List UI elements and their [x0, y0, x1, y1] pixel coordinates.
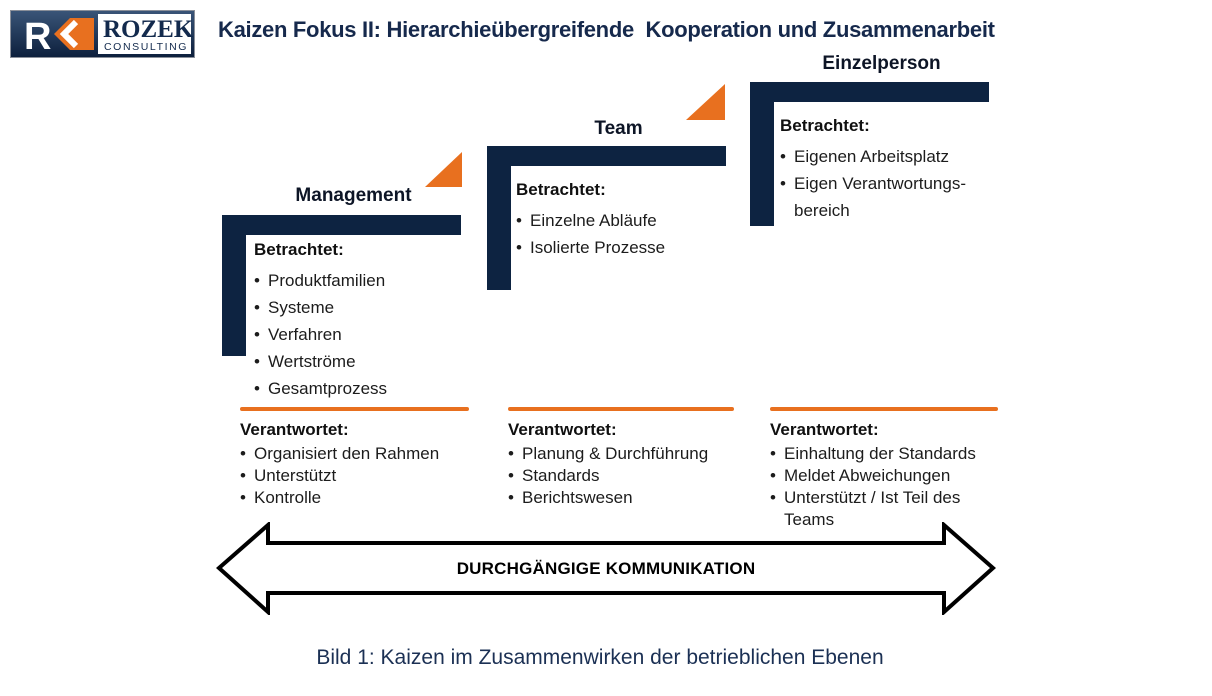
double-arrow-icon — [215, 520, 997, 617]
list-item: Meldet Abweichungen — [770, 465, 1004, 487]
bracket-left-management — [222, 215, 246, 356]
verantwortet-label: Verantwortet: — [508, 420, 617, 439]
list-item: Standards — [508, 465, 740, 487]
rozek-logo: R ROZEK CONSULTING — [10, 10, 195, 58]
list-item: Gesamtprozess — [254, 375, 387, 402]
list-item: Eigen Verantwortungs- bereich — [780, 170, 966, 224]
logo-text-panel — [98, 14, 191, 54]
bracket-left-team — [487, 146, 511, 290]
list-item: Eigenen Arbeitsplatz — [780, 143, 966, 170]
list-item: Planung & Durchführung — [508, 443, 740, 465]
bracket-left-einzelperson — [750, 82, 774, 226]
betrachtet-block-management: Betrachtet: Produktfamilien Systeme Verf… — [254, 240, 387, 402]
logo-chevron-icon — [59, 19, 79, 49]
logo-brand-text: ROZEK — [103, 16, 194, 43]
verantwortet-list: Einhaltung der Standards Meldet Abweichu… — [770, 443, 1004, 531]
level-heading-team: Team — [594, 118, 643, 139]
list-item: Einzelne Abläufe — [516, 207, 665, 234]
verantwortet-label: Verantwortet: — [240, 420, 349, 439]
betrachtet-label: Betrachtet: — [254, 240, 344, 259]
verantwortet-label: Verantwortet: — [770, 420, 879, 439]
list-item: Wertströme — [254, 348, 387, 375]
betrachtet-label: Betrachtet: — [516, 180, 606, 199]
list-item: Unterstützt — [240, 465, 472, 487]
logo-arrow-icon — [54, 18, 94, 50]
logo-monogram-icon: R — [24, 16, 51, 58]
betrachtet-block-einzelperson: Betrachtet: Eigenen Arbeitsplatz Eigen V… — [780, 116, 966, 224]
level-heading-einzelperson: Einzelperson — [822, 53, 941, 74]
page-title: Kaizen Fokus II: Hierarchieübergreifende… — [218, 17, 995, 42]
list-item: Isolierte Prozesse — [516, 234, 665, 261]
verantwortet-block-team: Verantwortet: Planung & Durchführung Sta… — [508, 407, 740, 509]
verantwortet-list: Organisiert den Rahmen Unterstützt Kontr… — [240, 443, 472, 509]
list-item: Kontrolle — [240, 487, 472, 509]
betrachtet-list: Eigenen Arbeitsplatz Eigen Verantwortung… — [780, 143, 966, 224]
list-item: Verfahren — [254, 321, 387, 348]
betrachtet-list: Einzelne Abläufe Isolierte Prozesse — [516, 207, 665, 261]
list-item: Systeme — [254, 294, 387, 321]
step-up-triangle-management-team — [425, 152, 462, 187]
bracket-top-team — [487, 146, 726, 166]
rozek-logo-graphic: R ROZEK CONSULTING — [10, 10, 195, 58]
communication-arrow-label: DURCHGÄNGIGE KOMMUNIKATION — [456, 559, 756, 578]
verantwortet-block-management: Verantwortet: Organisiert den Rahmen Unt… — [240, 407, 472, 509]
orange-divider — [770, 407, 998, 411]
level-heading-management: Management — [295, 185, 412, 206]
betrachtet-label: Betrachtet: — [780, 116, 870, 135]
communication-arrow: DURCHGÄNGIGE KOMMUNIKATION — [215, 520, 997, 617]
orange-divider — [240, 407, 469, 411]
list-item: Produktfamilien — [254, 267, 387, 294]
step-up-triangle-team-einzelperson — [686, 84, 725, 120]
betrachtet-block-team: Betrachtet: Einzelne Abläufe Isolierte P… — [516, 180, 665, 261]
orange-divider — [508, 407, 734, 411]
list-item: Organisiert den Rahmen — [240, 443, 472, 465]
bracket-top-einzelperson — [750, 82, 989, 102]
logo-subtitle-text: CONSULTING — [104, 41, 188, 53]
list-item: Unterstützt / Ist Teil des Teams — [770, 487, 1004, 531]
figure-caption: Bild 1: Kaizen im Zusammenwirken der bet… — [316, 646, 884, 669]
verantwortet-list: Planung & Durchführung Standards Bericht… — [508, 443, 740, 509]
list-item: Berichtswesen — [508, 487, 740, 509]
list-item: Einhaltung der Standards — [770, 443, 1004, 465]
betrachtet-list: Produktfamilien Systeme Verfahren Wertst… — [254, 267, 387, 402]
verantwortet-block-einzelperson: Verantwortet: Einhaltung der Standards M… — [770, 407, 1004, 531]
bracket-top-management — [222, 215, 461, 235]
